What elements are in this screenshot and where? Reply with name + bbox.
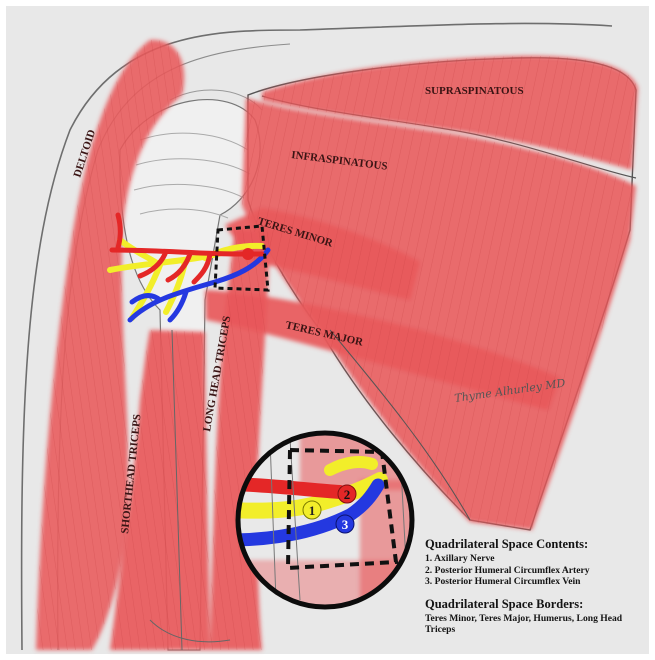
borders-title: Quadrilateral Space Borders: <box>425 597 653 611</box>
borders-text: Teres Minor, Teres Major, Humerus, Long … <box>425 613 647 636</box>
supraspinatous-label: SUPRASPINATOUS <box>425 85 524 97</box>
contents-item: 3. Posterior Humeral Circumflex Vein <box>425 576 653 588</box>
svg-text:1: 1 <box>309 503 316 518</box>
contents-title: Quadrilateral Space Contents: <box>425 537 653 551</box>
contents-item: 1. Axillary Nerve <box>425 553 653 565</box>
svg-text:2: 2 <box>344 487 351 502</box>
svg-text:3: 3 <box>342 517 349 532</box>
contents-list: 1. Axillary Nerve 2. Posterior Humeral C… <box>425 553 653 588</box>
legend: Quadrilateral Space Contents: 1. Axillar… <box>425 537 653 636</box>
contents-item: 2. Posterior Humeral Circumflex Artery <box>425 565 653 577</box>
